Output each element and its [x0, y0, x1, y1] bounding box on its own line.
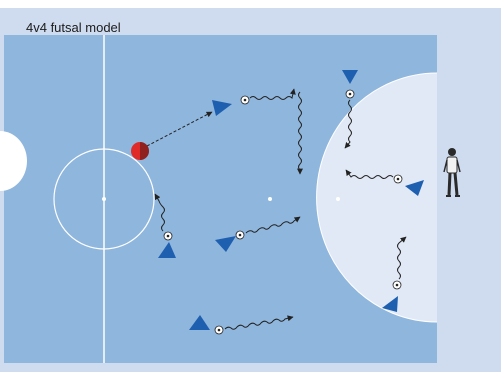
ball-icon — [393, 174, 403, 184]
player-triangle-icon — [382, 296, 398, 312]
dribble-run — [344, 99, 352, 149]
ball-icon — [240, 95, 250, 105]
player-triangle-icon — [215, 236, 236, 252]
dribble-run — [397, 236, 407, 280]
player-triangle-icon — [212, 100, 232, 116]
pass-line — [146, 111, 213, 147]
coach-figure-icon — [443, 148, 461, 197]
penalty-arc — [316, 72, 438, 323]
player-triangle-icon — [405, 180, 424, 196]
dribble-run — [345, 169, 394, 179]
ball-icon — [163, 231, 173, 241]
player-triangle-icon — [158, 242, 176, 258]
player-triangle-icon — [342, 70, 358, 84]
dribble-run — [245, 216, 301, 234]
dribble-run — [224, 315, 294, 330]
ball-icon — [235, 230, 245, 240]
ball-icon — [345, 89, 355, 99]
penalty-area — [316, 73, 437, 322]
center-circle — [53, 148, 155, 250]
penalty-spot — [336, 197, 340, 201]
player-triangle-icon — [189, 315, 210, 330]
second-penalty-spot — [268, 197, 272, 201]
red-opponent-icon — [131, 142, 149, 160]
dribble-run — [154, 193, 165, 232]
dribble-run — [249, 88, 296, 100]
ball-icon — [214, 325, 224, 335]
left-goal-area — [0, 131, 27, 191]
center-spot — [102, 197, 106, 201]
dribble-run — [297, 91, 303, 175]
ball-icon — [392, 280, 402, 290]
diagram-title: 4v4 futsal model — [26, 20, 121, 35]
